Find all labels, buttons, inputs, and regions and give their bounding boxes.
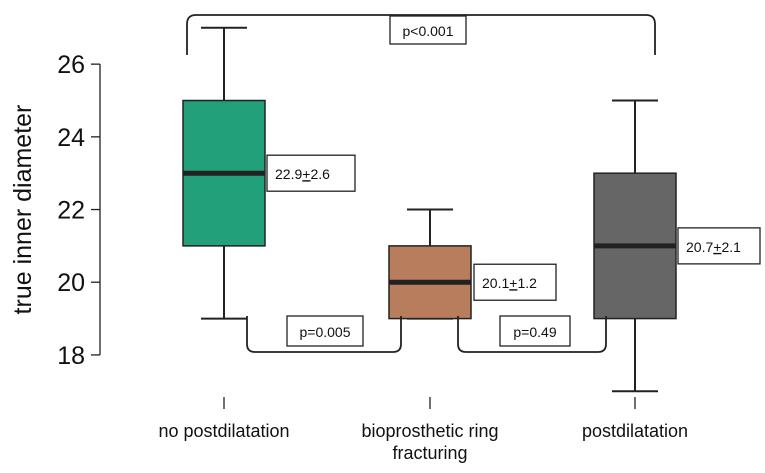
p-value-box: [286, 315, 364, 347]
y-axis-title: true inner diameter: [9, 105, 37, 315]
p-value-label: p=0.49: [513, 324, 556, 340]
y-tick-label-18: 18: [57, 342, 85, 370]
stat-label: 20.1+1.2: [482, 275, 537, 291]
y-tick-label-26: 26: [57, 51, 85, 79]
y-tick-label-22: 22: [57, 197, 85, 225]
stat-label-box: [266, 154, 356, 192]
stat-label: 20.7+2.1: [686, 239, 741, 255]
y-tick-label-20: 20: [57, 269, 85, 297]
bracket-right: [457, 316, 607, 353]
bracket-top: [186, 14, 656, 55]
p-value-box: [389, 15, 467, 45]
stat-label-box: [473, 263, 557, 301]
y-tick-label-24: 24: [57, 124, 85, 152]
p-value-label: p<0.001: [403, 23, 454, 39]
stat-label: 22.9+2.6: [275, 166, 330, 182]
x-category-label: postdilatation: [582, 421, 688, 441]
p-value-box: [499, 315, 571, 347]
x-category-label: bioprosthetic ring: [361, 421, 498, 441]
bracket-left: [246, 316, 402, 353]
x-category-label: no postdilatation: [158, 421, 289, 441]
x-category-label: fracturing: [392, 443, 467, 463]
p-value-label: p=0.005: [300, 324, 351, 340]
stat-label-box: [677, 227, 761, 265]
